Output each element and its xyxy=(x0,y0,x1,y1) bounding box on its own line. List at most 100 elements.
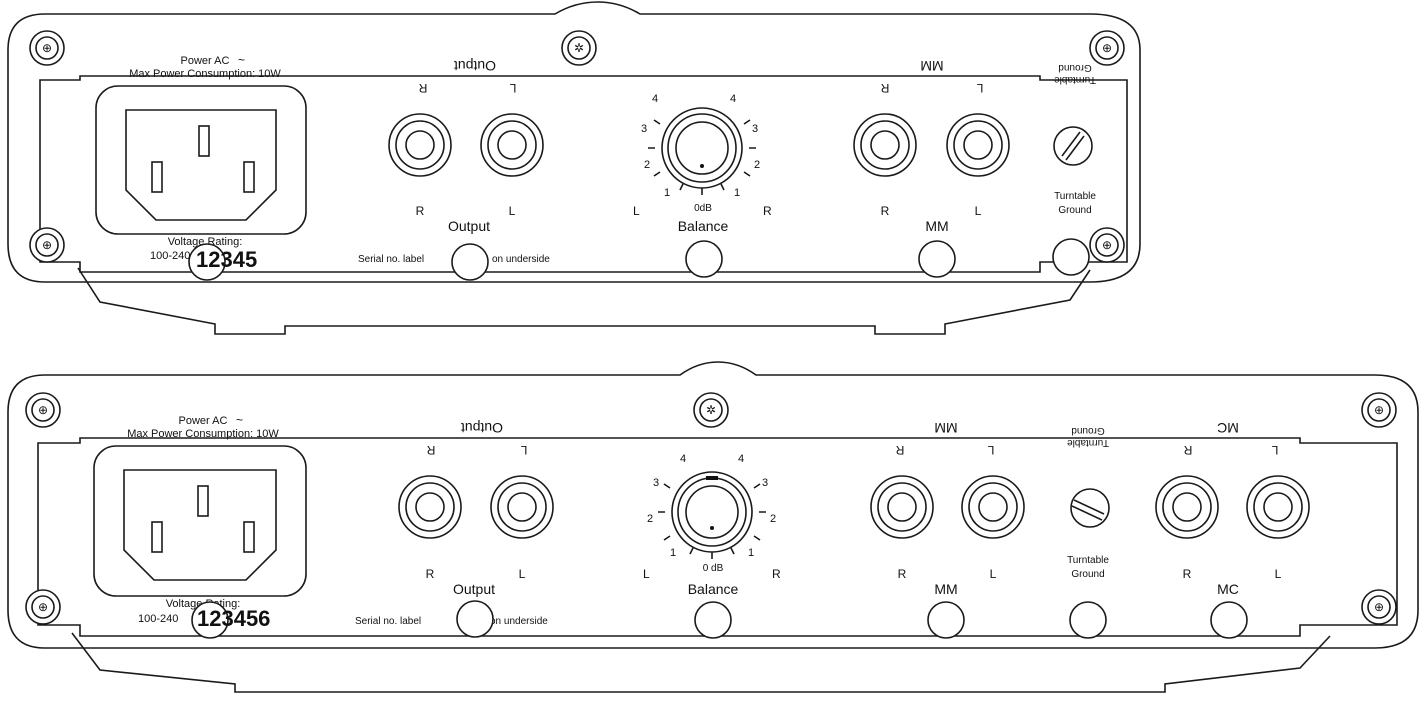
panel-1-mm-title: MM xyxy=(920,58,943,74)
panel-2-mm-title: MM xyxy=(934,420,957,436)
panel-2-balance-knob xyxy=(658,471,766,559)
panel-1-voltage-bottom: 100-240 xyxy=(150,250,190,262)
panel-2-scale-r1: 1 xyxy=(748,547,754,559)
panel-2-mm-marker xyxy=(927,601,965,639)
panel-1-voltage-top: Voltage Rating: xyxy=(168,236,243,248)
panel-2-ground-marker xyxy=(1069,601,1107,639)
panel-2-voltage-bottom: 100-240 xyxy=(138,613,178,625)
panel-1-output-l-top: L xyxy=(509,81,516,95)
panel-1-screw-bl: ⊕ xyxy=(29,227,65,263)
panel-1-scale-l3: 3 xyxy=(641,123,647,135)
panel-1-balance-l: L xyxy=(633,204,640,218)
panel-2-model-marker xyxy=(191,601,229,639)
panel-1-mm-callout: MM xyxy=(925,218,948,234)
panel-2: ⊕ ✲ ⊕ ⊕ ⊕ Power AC ~ Max Power Consumpti… xyxy=(7,361,1419,693)
panel-2-mm-l-jack xyxy=(961,475,1025,539)
panel-1-balance-0db: 0dB xyxy=(694,203,712,214)
panel-2-mm-l-top: L xyxy=(987,443,994,457)
svg-text:⊕: ⊕ xyxy=(1102,238,1112,252)
panel-1-ground-top-2: Ground xyxy=(1058,62,1091,73)
panel-2-ground-bottom-1: Turntable xyxy=(1067,555,1109,566)
panel-2-power-socket xyxy=(93,445,307,597)
panel-1-output-l-jack xyxy=(480,113,544,177)
panel-1-output-r-jack xyxy=(388,113,452,177)
panel-2-serial-right: on underside xyxy=(490,616,548,627)
svg-text:⊕: ⊕ xyxy=(38,600,48,614)
panel-1-balance-r: R xyxy=(763,204,772,218)
panel-2-mm-r-label: R xyxy=(898,567,907,581)
panel-2-max-power: Max Power Consumption: 10W xyxy=(127,428,279,440)
panel-2-screw-tl: ⊕ xyxy=(25,392,61,428)
panel-1-ground-marker xyxy=(1052,238,1090,276)
panel-1-screw-tm: ✲ xyxy=(561,30,597,66)
panel-2-mc-r-top: R xyxy=(1183,443,1192,457)
panel-1-stand xyxy=(77,267,1091,335)
panel-1-output-l-label: L xyxy=(509,204,516,218)
panel-2-scale-l3: 3 xyxy=(653,477,659,489)
panel-2-output-marker xyxy=(456,600,494,638)
panel-2-scale-r2: 2 xyxy=(770,513,776,525)
panel-1-screw-tl: ⊕ xyxy=(29,30,65,66)
panel-1-scale-r1: 1 xyxy=(734,187,740,199)
panel-2-output-r-top: R xyxy=(426,443,435,457)
panel-2-ground-bottom-2: Ground xyxy=(1071,569,1104,580)
panel-1-output-callout: Output xyxy=(448,218,490,234)
panel-2-output-callout: Output xyxy=(453,581,495,597)
panel-2-balance-l: L xyxy=(643,567,650,581)
panel-1-scale-l1: 1 xyxy=(664,187,670,199)
svg-text:⊕: ⊕ xyxy=(38,403,48,417)
svg-text:⊕: ⊕ xyxy=(1374,600,1384,614)
panel-2-mc-l-label: L xyxy=(1275,567,1282,581)
panel-2-output-title: Output xyxy=(461,420,503,436)
panel-1-ground-bottom-2: Ground xyxy=(1058,205,1091,216)
panel-2-ground-screw xyxy=(1070,488,1110,528)
panel-2-output-r-jack xyxy=(398,475,462,539)
panel-1-plate xyxy=(39,75,1128,273)
svg-text:⊕: ⊕ xyxy=(1102,41,1112,55)
panel-2-scale-l1: 1 xyxy=(670,547,676,559)
panel-2-ground-top-1: Turntable xyxy=(1067,437,1109,448)
panel-2-power-symbol: ~ xyxy=(236,413,243,427)
panel-1-max-power: Max Power Consumption: 10W xyxy=(129,68,281,80)
panel-1-balance-marker xyxy=(685,240,723,278)
panel-2-output-r-label: R xyxy=(426,567,435,581)
panel-1-ground-screw xyxy=(1053,126,1093,166)
panel-1-mm-r-label: R xyxy=(881,204,890,218)
panel-1-screw-tr: ⊕ xyxy=(1089,30,1125,66)
panel-1-scale-r3: 3 xyxy=(752,123,758,135)
panel-2-balance-callout: Balance xyxy=(688,581,739,597)
panel-2-ground-top-2: Ground xyxy=(1071,425,1104,436)
panel-1-model-marker xyxy=(188,243,226,281)
panel-2-mc-r-jack xyxy=(1155,475,1219,539)
panel-2-mm-callout: MM xyxy=(934,581,957,597)
panel-2-mm-r-top: R xyxy=(895,443,904,457)
panel-1-scale-r4: 4 xyxy=(730,93,736,105)
panel-2-screw-tm: ✲ xyxy=(693,392,729,428)
panel-1-scale-r2: 2 xyxy=(754,159,760,171)
panel-2-mm-l-label: L xyxy=(990,567,997,581)
panel-1-chassis xyxy=(7,1,1141,283)
panel-1-output-r-top: R xyxy=(418,81,427,95)
panel-1-serial-right: on underside xyxy=(492,254,550,265)
svg-text:✲: ✲ xyxy=(706,403,716,417)
panel-1-mm-r-jack xyxy=(853,113,917,177)
svg-text:✲: ✲ xyxy=(574,41,584,55)
panel-2-mc-title: MC xyxy=(1217,420,1239,436)
panel-2-plate xyxy=(37,437,1398,637)
panel-2-power-label: Power AC xyxy=(179,415,228,427)
panel-1-mm-marker xyxy=(918,240,956,278)
svg-text:⊕: ⊕ xyxy=(1374,403,1384,417)
panel-1-ground-bottom-1: Turntable xyxy=(1054,191,1096,202)
panel-2-scale-l2: 2 xyxy=(647,513,653,525)
panel-2-balance-0db: 0 dB xyxy=(703,563,724,574)
panel-1-output-marker xyxy=(451,243,489,281)
panel-2-mc-marker xyxy=(1210,601,1248,639)
panel-1-output-r-label: R xyxy=(416,204,425,218)
panel-2-output-l-top: L xyxy=(520,443,527,457)
panel-2-scale-r3: 3 xyxy=(762,477,768,489)
panel-1: ⊕ ✲ ⊕ ⊕ ⊕ Power AC ~ Max Power Consumpti… xyxy=(7,1,1141,335)
panel-1-mm-l-label: L xyxy=(975,204,982,218)
panel-1-balance-knob xyxy=(648,107,756,195)
panel-2-mc-l-jack xyxy=(1246,475,1310,539)
